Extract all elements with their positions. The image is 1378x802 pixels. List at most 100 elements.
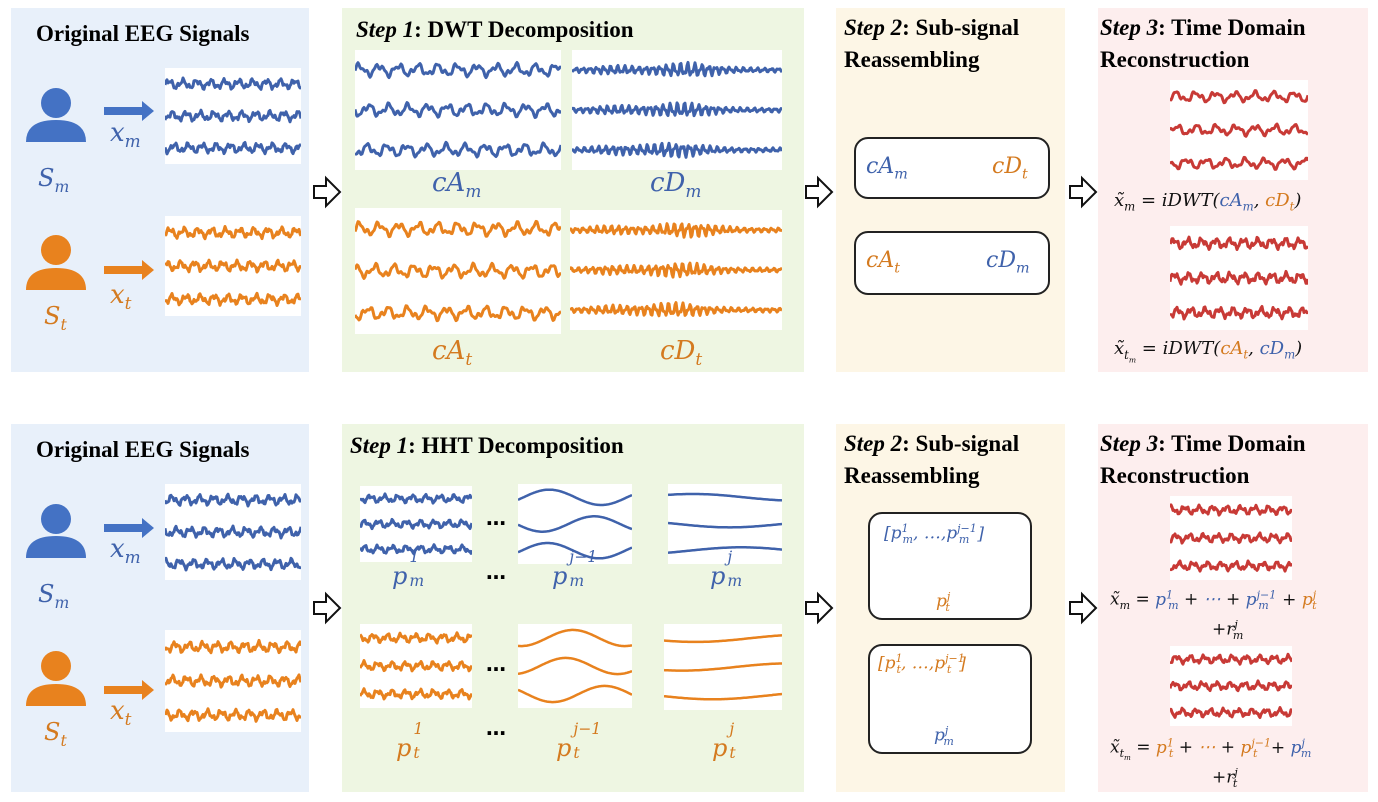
box1-cDt: cDt bbox=[992, 154, 1028, 183]
step-label: Step 1 bbox=[350, 433, 409, 458]
label-cAm: cAm bbox=[432, 168, 482, 202]
waveform-line bbox=[355, 140, 561, 159]
waveform-line bbox=[1170, 531, 1292, 545]
cAt-signals bbox=[355, 208, 561, 334]
step-text-line2: Reconstruction bbox=[1100, 47, 1250, 72]
pm1-signals bbox=[360, 486, 472, 562]
label-xm-row1: xm bbox=[110, 118, 141, 152]
pmj-signals bbox=[668, 484, 782, 564]
step-label: Step 2 bbox=[844, 431, 903, 456]
waveform-svg bbox=[1170, 89, 1308, 171]
waveform-line bbox=[355, 61, 561, 80]
waveform-line bbox=[165, 492, 301, 508]
ellipsis-2: … bbox=[486, 560, 507, 584]
waveform-line bbox=[165, 556, 301, 572]
waveform-svg bbox=[360, 492, 472, 556]
waveform-line bbox=[570, 261, 782, 279]
eq-xm-idwt: x̃m = iDWT(cAm, cDt) bbox=[1114, 190, 1302, 214]
row1-xt-signals bbox=[165, 216, 301, 316]
pmj1-signals bbox=[518, 484, 632, 564]
row1-step3-title: Step 3: Time Domain Reconstruction bbox=[1100, 12, 1306, 76]
row2-step2-title: Step 2: Sub-signal Reassembling bbox=[844, 428, 1019, 492]
label-st-row1: St bbox=[44, 302, 67, 334]
waveform-line bbox=[668, 521, 782, 529]
box4-list: [p1t, …,pj−1t] bbox=[878, 652, 966, 677]
row2-original-title: Original EEG Signals bbox=[36, 437, 250, 462]
ptj-signals bbox=[664, 624, 782, 710]
waveform-line bbox=[165, 76, 301, 91]
waveform-line bbox=[1170, 305, 1308, 321]
row1-step1-title: Step 1: DWT Decomposition bbox=[356, 14, 634, 46]
block-arrow-r2-c bbox=[1069, 591, 1098, 625]
waveform-svg bbox=[165, 492, 301, 572]
row1-xm-signals bbox=[165, 68, 301, 164]
waveform-line bbox=[1170, 652, 1292, 666]
recon2-xtm-signals bbox=[1170, 646, 1292, 726]
waveform-line bbox=[570, 301, 782, 318]
waveform-line bbox=[360, 517, 472, 531]
row2-step3-title: Step 3: Time Domain Reconstruction bbox=[1100, 428, 1306, 492]
waveform-line bbox=[165, 707, 301, 723]
step-label: Step 3 bbox=[1100, 15, 1159, 40]
cDt-signals bbox=[570, 210, 782, 330]
waveform-line bbox=[518, 488, 632, 507]
ellipsis-1: … bbox=[486, 506, 507, 530]
waveform-line bbox=[165, 524, 301, 540]
waveform-line bbox=[572, 141, 782, 159]
step-label: Step 2 bbox=[844, 15, 903, 40]
reassemble-box-1 bbox=[854, 137, 1050, 199]
waveform-line bbox=[664, 634, 782, 644]
box2-cDm: cDm bbox=[986, 248, 1030, 277]
eq-xtm-hht-residual: +rjt bbox=[1212, 766, 1238, 791]
waveform-line bbox=[360, 687, 472, 701]
waveform-line bbox=[518, 628, 632, 648]
eq-xm-hht-residual: +rjm bbox=[1212, 618, 1244, 643]
waveform-line bbox=[165, 258, 301, 274]
step-text: : Time Domain bbox=[1158, 15, 1306, 40]
waveform-line bbox=[165, 291, 301, 307]
waveform-line bbox=[355, 304, 561, 323]
label-cDt: cDt bbox=[660, 336, 703, 370]
waveform-line bbox=[1170, 679, 1292, 693]
label-cAt: cAt bbox=[432, 336, 473, 370]
waveform-line bbox=[518, 656, 632, 676]
waveform-svg bbox=[355, 219, 561, 323]
waveform-svg bbox=[664, 634, 782, 701]
row1-step2-title: Step 2: Sub-signal Reassembling bbox=[844, 12, 1019, 76]
waveform-line bbox=[1170, 235, 1308, 251]
row2-xm-signals bbox=[165, 484, 301, 580]
waveform-svg bbox=[1170, 235, 1308, 321]
step-label: Step 1 bbox=[356, 17, 415, 42]
waveform-line bbox=[668, 492, 782, 502]
waveform-line bbox=[1170, 122, 1308, 138]
block-arrow-r2-a bbox=[313, 591, 342, 625]
label-xt-row1: xt bbox=[110, 280, 132, 314]
waveform-line bbox=[572, 101, 782, 118]
block-arrow-r2-b bbox=[805, 591, 834, 625]
waveform-line bbox=[360, 492, 472, 505]
step-text: : DWT Decomposition bbox=[414, 17, 634, 42]
reassemble-box-4 bbox=[868, 644, 1032, 754]
waveform-line bbox=[668, 546, 782, 554]
label-sm-row2: Sm bbox=[38, 580, 70, 612]
waveform-svg bbox=[518, 488, 632, 560]
step-text-line2: Reconstruction bbox=[1100, 463, 1250, 488]
box1-cAm: cAm bbox=[866, 154, 908, 183]
step-text: : HHT Decomposition bbox=[408, 433, 624, 458]
row2-step1-title: Step 1: HHT Decomposition bbox=[350, 430, 624, 462]
recon-xm-signals bbox=[1170, 80, 1308, 180]
waveform-line bbox=[360, 659, 472, 673]
waveform-line bbox=[355, 261, 561, 280]
waveform-line bbox=[165, 108, 301, 124]
waveform-line bbox=[355, 219, 561, 239]
waveform-svg bbox=[360, 631, 472, 701]
waveform-line bbox=[165, 141, 301, 156]
waveform-line bbox=[360, 543, 472, 556]
waveform-line bbox=[165, 225, 301, 241]
row2-step3-panel bbox=[1098, 424, 1368, 792]
